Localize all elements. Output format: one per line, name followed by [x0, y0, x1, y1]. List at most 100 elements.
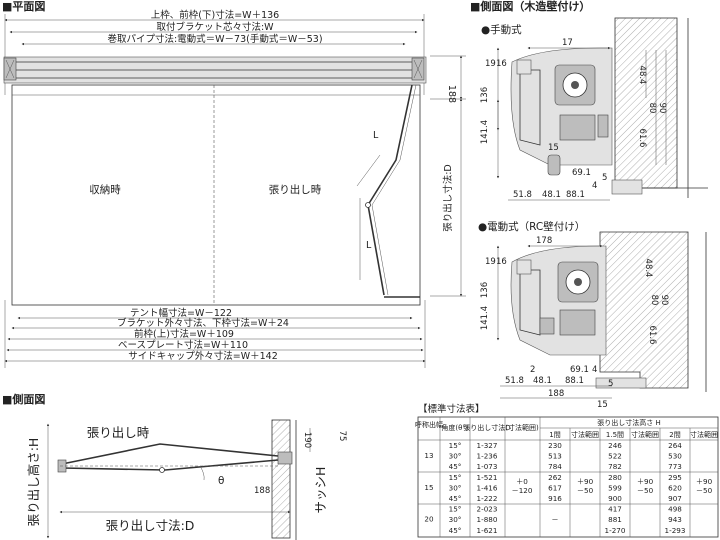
table-sub-2: 寸法範囲	[571, 430, 599, 439]
table-cell-h1: 784	[548, 462, 562, 471]
rc-dim-4: 4	[592, 365, 597, 375]
plan-arm-label-2: L	[366, 240, 372, 251]
extension-sash: サッシH	[313, 467, 328, 514]
standard-size-table: 【標準寸法表】 呼称出幅 角度(θ°) 張り出し寸法D (寸法範囲) 張り出し寸…	[415, 403, 719, 538]
rc-dim-16: 16	[496, 257, 507, 267]
table-cell-h2: 498	[668, 505, 682, 514]
plan-dim-top-1: 上枠、前枠(下)寸法=W＋136	[151, 9, 279, 21]
rc-dim-178: 178	[536, 236, 552, 246]
table-cell-h2: 943	[668, 515, 682, 524]
table-cell-h2: 295	[668, 473, 682, 482]
rc-dim-80: 80	[649, 295, 659, 306]
wood-dim-19: 19	[485, 59, 496, 69]
plan-extended-label: 張り出し時	[269, 183, 322, 196]
table-cell-angle: 15°	[449, 505, 462, 514]
extension-dim-75: 75	[337, 431, 347, 442]
table-cell-code: 15	[424, 483, 433, 492]
table-sub-5: 2間	[669, 431, 680, 439]
rc-dim-48: 48.4	[643, 259, 653, 278]
rc-dim-51: 51.8	[505, 376, 524, 386]
table-cell-h15: 280	[608, 473, 622, 482]
wood-dim-69: 69.1	[572, 168, 591, 178]
table-header-code: 呼称出幅	[415, 420, 443, 429]
extension-extended-label: 張り出し時	[87, 425, 150, 440]
side-wood-view: ■側面図（木造壁付け） ●手動式 17 19 16 136 141.4 48.4…	[470, 0, 708, 201]
table-cell-h1: 513	[548, 452, 562, 461]
rc-dim-69: 69.1	[570, 365, 589, 375]
table-cell-h2: 620	[668, 483, 682, 492]
table-cell-angle: 15°	[449, 441, 462, 450]
table-range-d-minus: －120	[512, 486, 533, 495]
table-cell-h2: 1-293	[665, 526, 686, 535]
table-sub-4: 寸法範囲	[631, 430, 659, 439]
table-header-range: (寸法範囲)	[505, 423, 539, 432]
rc-dim-188: 188	[548, 389, 564, 399]
wood-dim-48: 48.4	[637, 66, 647, 85]
table-cell-h15: 522	[608, 452, 622, 461]
table-header-height: 張り出し寸法高さ H	[597, 418, 661, 427]
wood-dim-16: 16	[496, 59, 507, 69]
table-cell-d: 1-236	[477, 452, 498, 461]
table-range-h15-plus: ＋90	[637, 477, 654, 486]
table-range-h2-plus: ＋90	[696, 477, 713, 486]
plan-dim-bottom-3: 前枠(上)寸法=W＋109	[134, 328, 234, 340]
extension-arm	[61, 459, 279, 471]
wood-dim-90: 90	[657, 103, 667, 114]
table-cell-h15: 881	[608, 515, 622, 524]
table-cell-d: 1-073	[477, 462, 498, 471]
rc-dim-5: 5	[608, 379, 613, 389]
extension-title: ■側面図	[2, 392, 45, 406]
table-cell-h2: 264	[668, 441, 682, 450]
table-cell-h2: 773	[668, 462, 682, 471]
table-cell-h15: 900	[608, 494, 622, 503]
plan-dim-top-3: 巻取パイプ寸法:電動式＝W－73(手動式＝W－53)	[107, 33, 322, 45]
table-range-h1-plus: ＋90	[577, 477, 594, 486]
extension-dim-190: 190	[302, 432, 312, 448]
extension-angle: θ	[218, 475, 224, 487]
table-sub-1: 1間	[549, 431, 560, 439]
wood-dim-17: 17	[562, 38, 573, 48]
wood-dim-136: 136	[480, 87, 490, 103]
table-cell-d: 1-222	[477, 494, 498, 503]
rc-dim-136: 136	[480, 282, 490, 298]
table-range-h1-minus: －50	[577, 486, 594, 495]
plan-arm-label-1: L	[373, 130, 379, 141]
side-wood-subtitle: ●手動式	[481, 23, 522, 36]
table-cell-h15: 782	[608, 462, 622, 471]
extension-side-view: ■側面図 張り出し時 θ 188 張り出し高さ:H 張り出し寸法:D 190 7…	[2, 392, 347, 540]
table-cell-h1: 916	[548, 494, 562, 503]
plan-dim-bottom-4: ベースプレート寸法=W＋110	[118, 339, 248, 351]
table-header-angle: 角度(θ°)	[441, 423, 469, 432]
extension-dim-188: 188	[254, 486, 270, 496]
table-sub-6: 寸法範囲	[690, 430, 718, 439]
rc-dim-19: 19	[485, 257, 496, 267]
table-header-projection: 張り出し寸法D	[463, 423, 510, 432]
wood-dim-141: 141.4	[480, 120, 490, 144]
wood-dim-48b: 48.1	[542, 190, 561, 200]
side-rc-view: ●電動式（RC壁付け） 178 19 16 136 141.4 48.4 80 …	[478, 220, 707, 410]
plan-dim-bottom-2: ブラケット外々寸法、下枠寸法=W＋24	[117, 317, 289, 329]
table-sub-3: 1.5間	[606, 431, 624, 439]
table-cell-angle: 30°	[449, 452, 462, 461]
plan-stored-label: 収納時	[89, 183, 121, 196]
rc-dim-2: 2	[530, 365, 535, 375]
table-range-h2-minus: －50	[696, 486, 713, 495]
table-title: 【標準寸法表】	[418, 403, 485, 415]
wood-dim-61: 61.6	[637, 129, 647, 148]
table-cell-h15: 246	[608, 441, 622, 450]
table-cell-d: 1-621	[477, 526, 498, 535]
table-cell-h2: 907	[668, 494, 682, 503]
table-cell-angle: 45°	[449, 526, 462, 535]
table-cell-d: 1-327	[477, 441, 498, 450]
table-cell-d: 1-880	[477, 515, 498, 524]
wood-dim-88: 88.1	[566, 190, 585, 200]
rc-dim-88: 88.1	[565, 376, 584, 386]
table-range-d-plus: ＋0	[516, 477, 528, 486]
wood-wall	[614, 17, 678, 189]
table-cell-h15: 417	[608, 505, 622, 514]
table-cell-h15: 1-270	[605, 526, 626, 535]
plan-dim-188: 188	[446, 85, 457, 103]
plan-dim-projection: 張り出し寸法:D	[442, 164, 454, 232]
table-dash: －	[551, 515, 558, 524]
rc-dim-15: 15	[597, 400, 608, 410]
